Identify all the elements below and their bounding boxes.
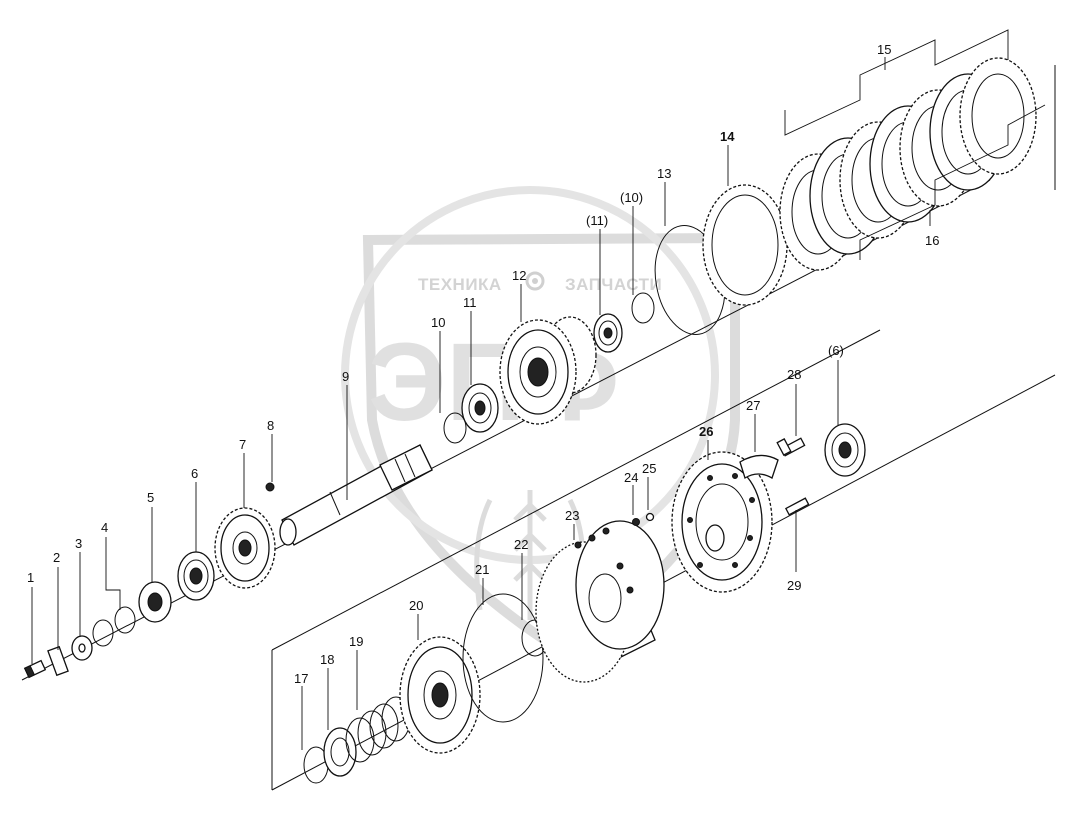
callout-18: 18 bbox=[320, 652, 334, 667]
part-28-bolt bbox=[776, 437, 806, 457]
part-3-washer bbox=[71, 635, 93, 661]
callout-15: 15 bbox=[877, 42, 891, 57]
callout-24: 24 bbox=[624, 470, 638, 485]
assembly-frame-lines bbox=[21, 65, 1056, 791]
callout-14: 14 bbox=[720, 129, 735, 144]
callout-12: 12 bbox=[512, 268, 526, 283]
callout-labels: 1 2 3 4 5 6 7 8 9 10 11 12 (10) (11) 13 … bbox=[27, 42, 939, 686]
callout-4: 4 bbox=[101, 520, 108, 535]
part-7-gear bbox=[214, 507, 276, 589]
watermark-gear-icon bbox=[525, 271, 545, 291]
part-14-ring-gear bbox=[702, 184, 788, 306]
part-24-ball bbox=[632, 518, 640, 526]
callout-26: 26 bbox=[699, 424, 713, 439]
callout-19: 19 bbox=[349, 634, 363, 649]
watermark-left-text: ТЕХНИКА bbox=[418, 275, 502, 294]
callout-5: 5 bbox=[147, 490, 154, 505]
part-6b-bearing bbox=[824, 423, 866, 477]
part-10-snap-ring bbox=[443, 412, 467, 444]
part-15-16-clutch-disc-pack bbox=[779, 57, 1037, 271]
callout-16: 16 bbox=[925, 233, 939, 248]
part-6-bearing bbox=[177, 551, 215, 601]
callout-23: 23 bbox=[565, 508, 579, 523]
part-1-bolt bbox=[23, 659, 47, 679]
part-11b-bearing bbox=[593, 313, 623, 353]
part-5-nut bbox=[138, 581, 172, 623]
part-12-double-gear bbox=[499, 316, 597, 425]
part-4-snap-rings bbox=[92, 606, 136, 647]
part-10b-snap-ring bbox=[631, 292, 655, 324]
leader-lines bbox=[31, 29, 1046, 750]
callout-8: 8 bbox=[267, 418, 274, 433]
part-20-piston-gear bbox=[399, 636, 481, 754]
callout-17: 17 bbox=[294, 671, 308, 686]
callout-27: 27 bbox=[746, 398, 760, 413]
part-2-lock-plate bbox=[47, 645, 69, 677]
part-21-o-ring-large bbox=[462, 593, 544, 723]
callout-11b: (11) bbox=[586, 213, 608, 228]
callout-10b: (10) bbox=[620, 190, 643, 205]
part-23-clutch-drum bbox=[535, 520, 665, 683]
callout-22: 22 bbox=[514, 537, 528, 552]
callout-10: 10 bbox=[431, 315, 445, 330]
callout-11: 11 bbox=[463, 295, 477, 310]
callout-29: 29 bbox=[787, 578, 801, 593]
callout-2: 2 bbox=[53, 550, 60, 565]
callout-25: 25 bbox=[642, 461, 656, 476]
part-27-segment bbox=[739, 454, 779, 479]
callout-21: 21 bbox=[475, 562, 489, 577]
callout-13: 13 bbox=[657, 166, 671, 181]
callout-28: 28 bbox=[787, 367, 801, 382]
callout-7: 7 bbox=[239, 437, 246, 452]
part-18-spring-seat bbox=[323, 727, 357, 777]
callout-9: 9 bbox=[342, 369, 349, 384]
part-8-ball bbox=[265, 482, 275, 492]
callout-6b: (6) bbox=[828, 343, 844, 358]
callout-1: 1 bbox=[27, 570, 34, 585]
part-29-pin bbox=[785, 497, 810, 516]
part-9-shaft bbox=[279, 444, 433, 546]
callout-3: 3 bbox=[75, 536, 82, 551]
watermark-right-text: ЗАПЧАСТИ bbox=[565, 275, 662, 294]
callout-20: 20 bbox=[409, 598, 423, 613]
part-11-bearing bbox=[461, 383, 499, 433]
callout-6: 6 bbox=[191, 466, 198, 481]
part-25-ball bbox=[645, 512, 655, 522]
part-26-gear bbox=[671, 451, 773, 593]
